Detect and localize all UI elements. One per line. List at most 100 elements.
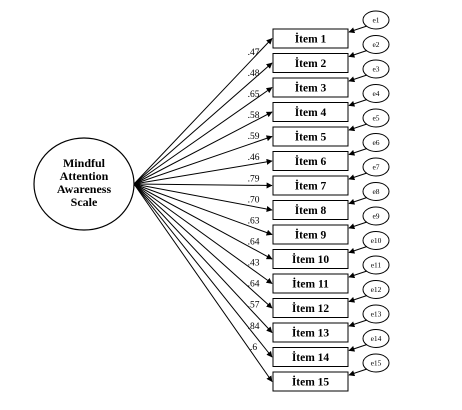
loading-path-1 — [133, 38, 273, 185]
loading-value-1: .47 — [248, 48, 260, 58]
error-path-6 — [348, 148, 368, 156]
item-label-6: İtem 6 — [295, 154, 327, 168]
loading-value-5: .59 — [248, 132, 260, 142]
item-label-9: İtem 9 — [295, 228, 327, 242]
loading-value-14: .84 — [248, 322, 260, 332]
loading-path-14 — [133, 183, 273, 358]
error-path-14 — [348, 344, 368, 352]
item-box-5 — [272, 126, 349, 147]
item-box-12 — [272, 298, 349, 318]
latent-label-line-3: Awareness — [57, 182, 112, 196]
error-label-10: e10 — [371, 236, 382, 245]
error-label-15: e15 — [371, 359, 382, 368]
error-circle-4 — [362, 84, 390, 103]
item-label-11: İtem 11 — [292, 277, 329, 291]
error-label-1: e1 — [372, 16, 379, 25]
item-box-8 — [272, 200, 349, 220]
loading-path-10 — [133, 183, 273, 260]
error-label-4: e4 — [372, 89, 379, 98]
item-label-14: İtem 14 — [292, 350, 330, 364]
loading-value-10: .64 — [248, 238, 260, 248]
item-label-13: İtem 13 — [292, 326, 330, 340]
item-label-7: İtem 7 — [295, 179, 327, 193]
error-path-1 — [348, 25, 368, 34]
item-label-15: İtem 15 — [292, 375, 330, 389]
error-path-15 — [348, 368, 368, 377]
loading-path-8 — [133, 183, 273, 212]
latent-label-line-1: Mindful — [63, 156, 106, 170]
loading-value-8: .70 — [248, 195, 260, 205]
error-path-11 — [348, 270, 368, 279]
item-label-3: İtem 3 — [295, 81, 327, 95]
latent-label-line-2: Attention — [60, 169, 109, 183]
loading-value-4: .58 — [248, 111, 260, 121]
item-box-14 — [272, 347, 349, 367]
item-box-7 — [272, 175, 349, 196]
error-label-8: e8 — [372, 187, 379, 196]
item-box-6 — [272, 151, 349, 171]
item-box-3 — [272, 77, 349, 98]
loading-path-3 — [133, 87, 273, 185]
loading-path-13 — [133, 183, 273, 333]
loading-path-11 — [133, 183, 273, 284]
error-label-13: e13 — [371, 310, 382, 319]
item-box-9 — [272, 224, 349, 245]
loading-path-7 — [133, 182, 273, 189]
error-circle-13 — [362, 304, 390, 324]
loading-value-11: .43 — [248, 259, 260, 269]
error-path-3 — [348, 74, 368, 83]
error-path-5 — [348, 123, 368, 132]
item-box-4 — [272, 102, 349, 122]
error-label-5: e5 — [372, 114, 379, 123]
item-box-2 — [272, 53, 349, 73]
item-box-13 — [272, 322, 349, 343]
item-label-12: İtem 12 — [292, 301, 330, 315]
error-path-2 — [348, 50, 368, 58]
latent-variable: Mindful Attention Awareness Scale — [33, 137, 135, 231]
error-circle-9 — [362, 206, 390, 226]
item-label-5: İtem 5 — [295, 130, 327, 144]
item-label-8: İtem 8 — [295, 203, 327, 217]
error-label-14: e14 — [371, 334, 382, 343]
error-circle-10 — [362, 231, 390, 250]
loading-value-15: .6 — [250, 343, 257, 353]
loading-value-9: .63 — [248, 216, 260, 226]
error-circle-14 — [362, 329, 390, 348]
item-box-10 — [272, 249, 349, 269]
loading-path-15 — [133, 183, 273, 382]
error-label-11: e11 — [371, 261, 382, 270]
item-label-2: İtem 2 — [295, 56, 327, 70]
error-path-13 — [348, 319, 368, 328]
loading-path-9 — [133, 183, 273, 236]
item-label-10: İtem 10 — [292, 252, 330, 266]
loading-value-3: .65 — [248, 90, 260, 100]
error-path-4 — [348, 99, 368, 107]
error-label-7: e7 — [372, 163, 379, 172]
loading-path-5 — [133, 135, 273, 185]
loading-value-13: .57 — [248, 301, 260, 311]
error-circle-12 — [362, 280, 390, 299]
loading-path-6 — [133, 158, 273, 185]
loading-paths: .47.48.65.58.59.46.79.70.63.64.43.64.57.… — [133, 38, 273, 382]
error-circle-7 — [362, 157, 390, 177]
error-path-12 — [348, 295, 368, 303]
error-circle-15 — [362, 353, 390, 373]
loading-path-4 — [133, 111, 273, 185]
loading-path-12 — [133, 183, 273, 309]
item-box-1 — [272, 28, 349, 49]
loading-value-12: .64 — [248, 280, 260, 290]
item-box-11 — [272, 273, 349, 294]
error-label-2: e2 — [372, 40, 379, 49]
error-circle-5 — [362, 108, 390, 128]
error-circle-3 — [362, 59, 390, 79]
error-path-8 — [348, 197, 368, 205]
error-path-7 — [348, 172, 368, 181]
error-circle-11 — [362, 255, 390, 275]
error-circle-8 — [362, 182, 390, 201]
error-path-9 — [348, 221, 368, 230]
error-circle-1 — [362, 10, 390, 30]
loading-value-7: .79 — [248, 174, 260, 184]
error-label-9: e9 — [372, 212, 379, 221]
